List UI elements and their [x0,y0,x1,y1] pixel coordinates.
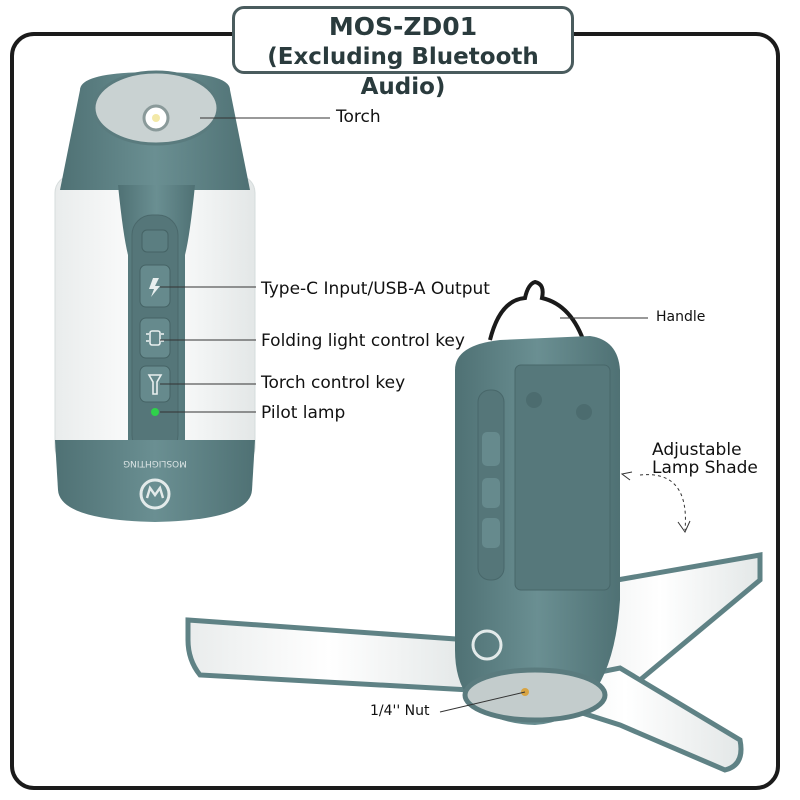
label-folding-key: Folding light control key [261,331,465,351]
magnet-pad [576,404,592,420]
shade-arrow [639,474,686,531]
folding-light-icon [146,330,164,346]
lantern-front-view: MOSLIGHTING [54,70,256,522]
torch-led [152,114,160,122]
leader-lines-left [160,117,330,413]
magnet-pad [526,392,542,408]
brand-text: MOSLIGHTING [123,458,187,468]
model-name: MOS-ZD01 [328,12,478,41]
label-torch-key: Torch control key [261,373,406,393]
port-cover [141,229,169,253]
leader-lines-right [439,317,691,713]
label-torch: Torch [336,107,381,127]
label-handle: Handle [656,309,706,325]
arrow-head [620,471,633,481]
back-panel [514,364,611,591]
folding-light-key-side[interactable] [482,478,500,508]
folding-light-key[interactable] [139,317,171,359]
torch-icon [147,374,163,395]
brand-logo [139,478,171,510]
handle-cord [488,279,587,346]
label-type-c: Type-C Input/USB-A Output [261,279,490,299]
label-nut: 1/4'' Nut [370,703,430,719]
base-plate [462,667,608,723]
lamp-fin-left [185,617,473,693]
pilot-lamp-led [151,408,159,416]
lightning-icon [149,278,160,297]
model-subtitle: (Excluding Bluetooth Audio) [267,44,539,100]
type-c-port-side [482,432,500,466]
model-title-box: MOS-ZD01 (Excluding Bluetooth Audio) [232,6,574,100]
label-shade-line1: Adjustable [652,440,742,460]
lantern-open-view [185,279,763,773]
label-shade-line2: Lamp Shade [652,458,758,478]
torch-control-key-side[interactable] [482,518,500,548]
brand-logo-side [471,629,503,661]
logo-mark [145,485,165,499]
label-pilot-lamp: Pilot lamp [261,403,346,423]
arrow-head [677,520,691,534]
